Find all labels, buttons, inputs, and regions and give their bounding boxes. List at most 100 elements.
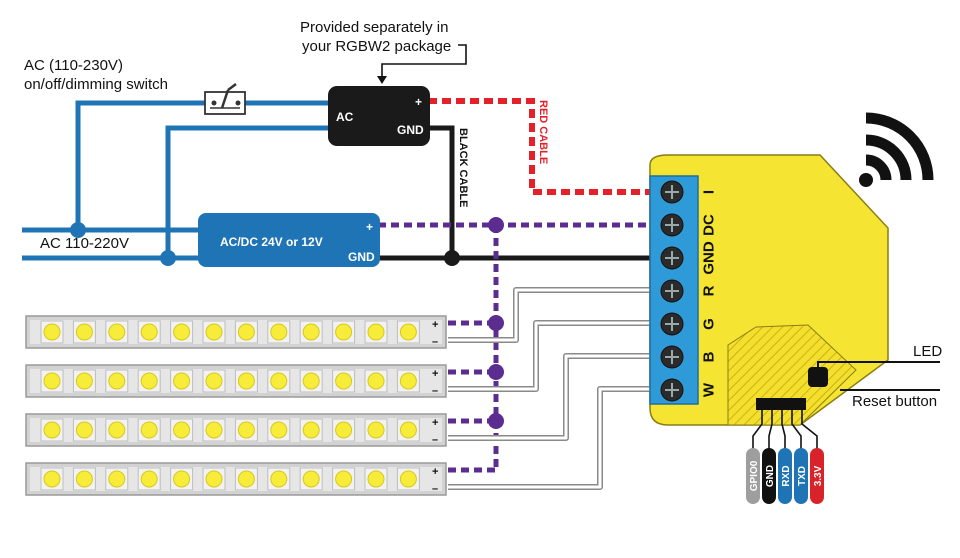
terminal-screw — [660, 378, 684, 402]
header-pin: 3.3V — [801, 410, 824, 504]
led-indicator — [808, 361, 940, 387]
terminal-label: GND — [700, 241, 717, 275]
terminal-screw — [660, 213, 684, 237]
led-strip: +– — [25, 462, 447, 496]
channel-wiring — [448, 287, 665, 490]
led-chip — [105, 369, 129, 393]
led-chip — [105, 320, 129, 344]
header-pin-label: 3.3V — [813, 465, 824, 486]
junction-dot — [488, 364, 504, 380]
black-cable — [428, 125, 665, 261]
header-pin-label: GPIO0 — [749, 460, 760, 491]
arrow-head — [377, 76, 387, 84]
led-label: LED — [913, 343, 942, 360]
header-pin: TXD — [791, 410, 808, 504]
gnd-terminal-label: GND — [397, 123, 424, 137]
provided-label-line2: your RGBW2 package — [302, 38, 451, 55]
led-chip — [170, 320, 194, 344]
led-chip — [72, 369, 96, 393]
led-chip — [40, 369, 64, 393]
terminal-label: G — [700, 318, 717, 330]
led-chip — [202, 467, 226, 491]
led-chip — [234, 369, 258, 393]
led-chip — [364, 320, 388, 344]
led-chip — [137, 320, 161, 344]
led-chip — [364, 418, 388, 442]
ac-switch-label-line1: AC (110-230V) — [24, 57, 123, 74]
led-chip — [267, 418, 291, 442]
plus-terminal-label: + — [366, 220, 373, 234]
led-chip — [137, 418, 161, 442]
led-chip — [202, 369, 226, 393]
provided-label-line1: Provided separately in — [300, 19, 448, 36]
led-chip — [40, 320, 64, 344]
junction-dot — [488, 315, 504, 331]
led-chip — [170, 467, 194, 491]
led-chip — [72, 418, 96, 442]
led-chip — [40, 467, 64, 491]
led-strip: +– — [25, 315, 447, 349]
psu-title: AC/DC 24V or 12V — [220, 235, 323, 249]
header-pin: GPIO0 — [746, 410, 763, 504]
strip-minus-label: – — [432, 385, 438, 397]
led-chip — [396, 369, 420, 393]
junction-dot — [70, 222, 86, 238]
led-chip — [364, 369, 388, 393]
red-cable-label: RED CABLE — [537, 100, 549, 164]
led-chip — [396, 320, 420, 344]
terminal-label: W — [700, 382, 717, 397]
plus-terminal-label: + — [415, 95, 422, 109]
led-chip — [40, 418, 64, 442]
led-chip — [267, 320, 291, 344]
junction-dot — [160, 250, 176, 266]
led-strip: +– — [25, 364, 447, 398]
strip-plus-label: + — [432, 319, 438, 331]
terminal-label: DC — [700, 214, 717, 236]
led-chip — [105, 467, 129, 491]
reset-button-label: Reset button — [852, 393, 937, 410]
strip-plus-label: + — [432, 368, 438, 380]
led-chip — [299, 320, 323, 344]
led-chip — [396, 467, 420, 491]
junction-dot — [444, 250, 460, 266]
led-chip — [332, 467, 356, 491]
wifi-icon — [859, 112, 934, 187]
ac-power-module: AC + GND — [328, 86, 430, 146]
led-chip — [299, 418, 323, 442]
junction-dot — [488, 217, 504, 233]
status-led — [808, 367, 828, 387]
strip-plus-label: + — [432, 466, 438, 478]
black-cable-label: BLACK CABLE — [457, 128, 469, 207]
strip-minus-label: – — [432, 434, 438, 446]
led-chip — [137, 467, 161, 491]
ac-switch-label-line2: on/off/dimming switch — [24, 76, 168, 93]
header-pin-label: RXD — [781, 465, 792, 486]
led-chip — [234, 418, 258, 442]
provided-pointer-arrow — [381, 44, 467, 78]
header-pin-label: GND — [765, 465, 776, 487]
led-chip — [202, 418, 226, 442]
led-chip — [234, 467, 258, 491]
terminal-screw — [660, 279, 684, 303]
led-chip — [267, 467, 291, 491]
strip-plus-label: + — [432, 417, 438, 429]
strip-minus-label: – — [432, 336, 438, 348]
terminal-screw — [660, 246, 684, 270]
terminal-screw — [660, 312, 684, 336]
ac-mains-label: AC 110-220V — [40, 235, 129, 252]
terminal-label: I — [700, 190, 717, 194]
led-chip — [170, 418, 194, 442]
header-pin: GND — [762, 410, 776, 504]
led-chip — [72, 467, 96, 491]
led-chip — [170, 369, 194, 393]
ac-switch-icon — [204, 83, 246, 115]
led-chip — [137, 369, 161, 393]
header-pin: RXD — [778, 410, 792, 504]
led-chip — [299, 369, 323, 393]
led-chip — [299, 467, 323, 491]
terminal-label: B — [700, 351, 717, 362]
led-chip — [105, 418, 129, 442]
ac-wiring — [22, 100, 330, 261]
